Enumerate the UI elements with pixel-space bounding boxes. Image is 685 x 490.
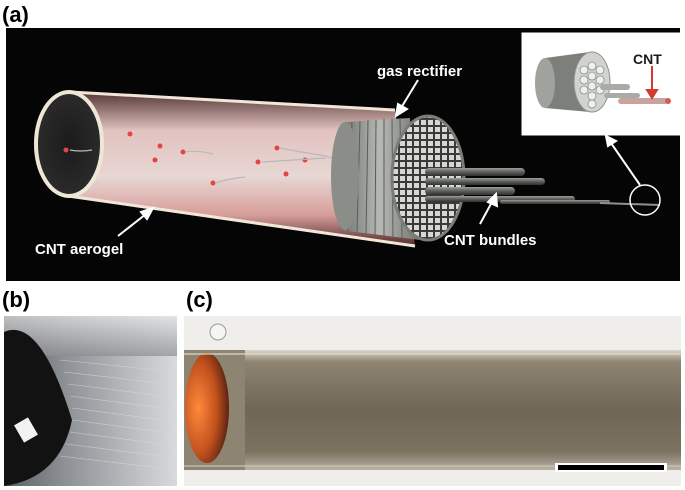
- gas-rectifier-arrow: [394, 79, 419, 119]
- magnifier-circle: [629, 184, 661, 216]
- furnace-glow: [185, 353, 229, 463]
- inset-cnt-label: CNT: [633, 51, 662, 67]
- inset-cnt-arrow: [645, 66, 659, 100]
- rectifier-face-photo: [4, 329, 72, 486]
- cnt-aerogel-arrow: [117, 206, 156, 237]
- panel-a: CNT gas rectifier CNT aerogel CNT bundle…: [6, 28, 681, 281]
- drawn-cnt-fibers: [59, 359, 178, 471]
- panel-b-photo: [4, 316, 178, 486]
- cnt-strands: [69, 147, 357, 184]
- tube-opening: [34, 90, 104, 198]
- panel-c-photo: [184, 316, 681, 486]
- gas-rectifier: [331, 114, 466, 242]
- cnt-bundles-arrow: [479, 191, 499, 225]
- cnt-aerogel-label: CNT aerogel: [35, 241, 123, 258]
- inset-cnt-bundle: CNT: [521, 32, 681, 136]
- cnt-bundles: [425, 168, 661, 206]
- scale-bar: [558, 465, 664, 470]
- panel-b-label: (b): [2, 287, 31, 312]
- panel-c-label: (c): [186, 287, 213, 312]
- gas-rectifier-label: gas rectifier: [377, 63, 462, 80]
- panel-a-label: (a): [2, 2, 29, 27]
- cnt-bundles-label: CNT bundles: [444, 232, 537, 249]
- inset-arrow: [604, 134, 641, 186]
- quartz-tube: [34, 90, 416, 248]
